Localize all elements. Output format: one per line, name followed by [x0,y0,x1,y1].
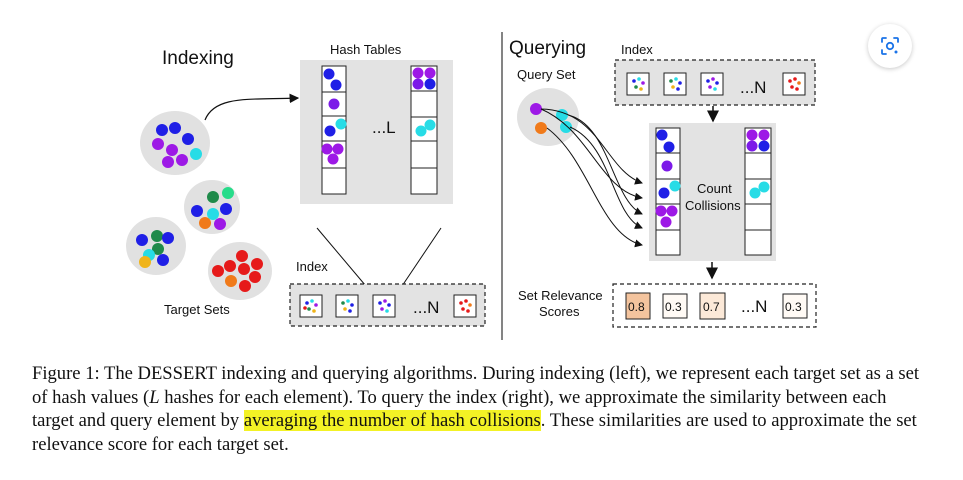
score-value-3: 0.7 [703,300,720,314]
query-set-label: Query Set [517,67,576,82]
target-set-2 [184,180,240,234]
hash-tables-label: Hash Tables [330,42,402,57]
right-index-thumbnails [626,72,806,96]
left-index-thumbnails [299,294,477,318]
right-index-label: Index [621,42,653,57]
target-set-1 [140,111,210,175]
query-curves [540,108,643,248]
hash-table-1-dots [321,68,347,165]
caption-text-1: Figure 1: The DESSERT indexing and query… [32,363,920,408]
lens-icon [881,37,899,55]
figure-caption: Figure 1: The DESSERT indexing and query… [32,362,932,456]
caption-italic-L: L [149,386,160,408]
set-relevance-label: Set Relevance [518,288,603,303]
dessert-figure: Indexing Hash Tables ...L [126,32,817,340]
query-hash-column-L [744,127,772,256]
target-set-3 [126,217,186,275]
collisions-label: Collisions [685,198,741,213]
lens-search-button[interactable] [868,24,912,68]
index-connector-right [397,227,442,293]
count-label: Count [697,181,732,196]
query-hash-column-1 [655,127,681,256]
scores-label: Scores [539,304,580,319]
hash-table-L-dots [412,67,436,137]
right-index-ellipsis: ...N [740,78,766,97]
hash-tables-ellipsis-label: ...L [372,118,396,137]
querying-title: Querying [509,38,586,59]
score-cells [625,292,808,320]
score-value-1: 0.8 [628,300,645,314]
left-index-label: Index [296,259,328,274]
scores-ellipsis: ...N [741,297,767,316]
target-set-4 [208,242,272,300]
query-set [517,88,579,146]
index-connector-left [316,227,372,293]
score-value-N: 0.3 [785,300,802,314]
caption-text-2: hashes for each element). To query the i… [32,386,887,432]
caption-text-3: . These similarities are used to approxi… [32,410,917,455]
indexing-arrow [204,93,300,121]
score-value-2: 0.3 [665,300,682,314]
caption-highlight[interactable]: averaging the number of hash collisions [243,410,541,431]
left-index-ellipsis: ...N [413,298,439,317]
target-sets-label: Target Sets [164,302,230,317]
indexing-title: Indexing [162,48,234,69]
